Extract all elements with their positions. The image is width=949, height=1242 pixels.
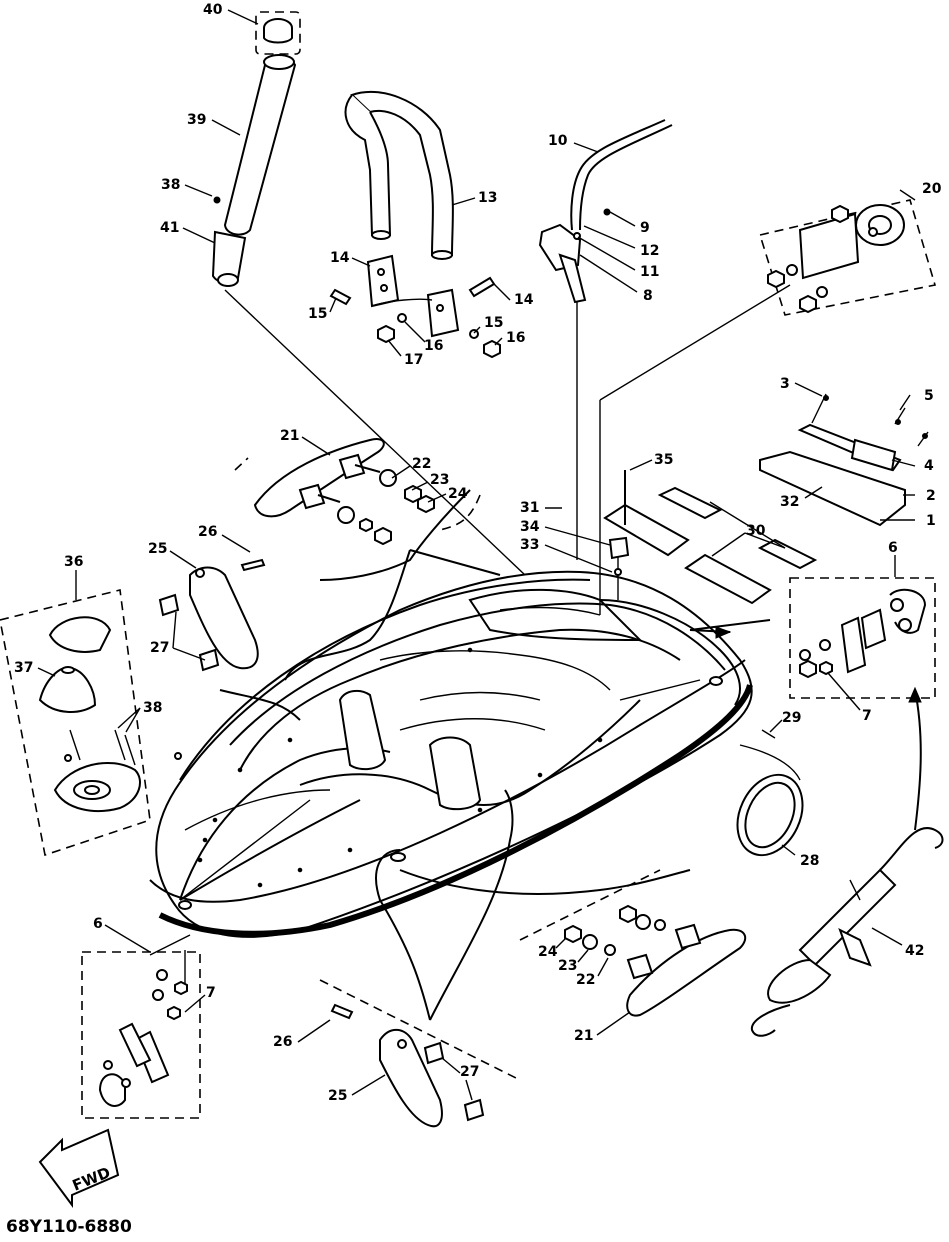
callout-13: 13	[478, 190, 497, 206]
tie-down-strap	[750, 827, 944, 1037]
cable-assembly	[538, 119, 673, 304]
hinge-left-assembly	[98, 969, 188, 1107]
callout-41: 41	[160, 220, 179, 236]
rub-strip-assembly	[759, 393, 929, 527]
callout-25: 25	[328, 1088, 347, 1104]
hinge-right-assembly	[799, 588, 927, 679]
callout-29: 29	[782, 710, 801, 726]
callout-6: 6	[888, 540, 898, 556]
callout-14: 14	[514, 292, 534, 308]
callout-22: 22	[412, 456, 431, 472]
callout-39: 39	[187, 112, 206, 128]
callout-7: 7	[206, 985, 216, 1001]
callout-33: 33	[520, 537, 539, 553]
callout-2: 2	[926, 488, 936, 504]
callout-12: 12	[640, 243, 659, 259]
callout-4: 4	[924, 458, 934, 474]
callout-15: 15	[484, 315, 503, 331]
callout-38: 38	[143, 700, 162, 716]
callout-27: 27	[460, 1064, 479, 1080]
callout-26: 26	[273, 1034, 292, 1050]
callout-35: 35	[654, 452, 673, 468]
cover-assembly-left	[38, 616, 182, 812]
callout-21: 21	[574, 1028, 593, 1044]
callout-11: 11	[640, 264, 659, 280]
callout-24: 24	[538, 944, 558, 960]
callout-42: 42	[905, 943, 924, 959]
callout-36: 36	[64, 554, 83, 570]
callout-31: 31	[520, 500, 539, 516]
callout-14: 14	[330, 250, 350, 266]
grab-rail-assembly	[329, 90, 501, 359]
handle-upper-assembly	[158, 558, 266, 672]
tow-eye-assembly	[767, 204, 905, 314]
callout-16: 16	[424, 338, 443, 354]
fender-upper-assembly	[253, 438, 435, 546]
callout-28: 28	[800, 853, 819, 869]
callout-9: 9	[640, 220, 650, 236]
callout-6: 6	[93, 916, 103, 932]
callout-1: 1	[926, 513, 936, 529]
callout-40: 40	[203, 2, 223, 18]
callout-21: 21	[280, 428, 299, 444]
callout-10: 10	[548, 133, 568, 149]
ring-assembly	[736, 729, 804, 857]
fender-lower-assembly	[564, 904, 747, 1017]
callout-22: 22	[576, 972, 595, 988]
drawing-code: 68Y110-6880	[6, 1217, 132, 1237]
callout-38: 38	[161, 177, 180, 193]
fuel-filler-assembly	[211, 11, 301, 287]
group-boxes	[0, 199, 937, 1119]
callout-25: 25	[148, 541, 167, 557]
callout-37: 37	[14, 660, 33, 676]
callout-23: 23	[558, 958, 577, 974]
callout-3: 3	[780, 376, 790, 392]
hatch-pads	[603, 470, 818, 605]
callout-32: 32	[780, 494, 799, 510]
callout-20: 20	[922, 181, 942, 197]
hull-deck-drawing	[149, 570, 753, 938]
callouts: 40 39 38 41 13 14 15 16 17 14 15 16	[14, 2, 942, 1104]
callout-34: 34	[520, 519, 540, 535]
callout-23: 23	[430, 472, 449, 488]
callout-7: 7	[862, 708, 872, 724]
leader-lines	[149, 284, 922, 1021]
callout-26: 26	[198, 524, 217, 540]
callout-15: 15	[308, 306, 327, 322]
callout-5: 5	[924, 388, 934, 404]
callout-27: 27	[150, 640, 169, 656]
callout-30: 30	[746, 523, 766, 539]
callout-17: 17	[404, 352, 423, 368]
fwd-arrow-icon: FWD	[38, 1128, 120, 1209]
callout-24: 24	[448, 486, 468, 502]
callout-8: 8	[643, 288, 653, 304]
callout-16: 16	[506, 330, 525, 346]
